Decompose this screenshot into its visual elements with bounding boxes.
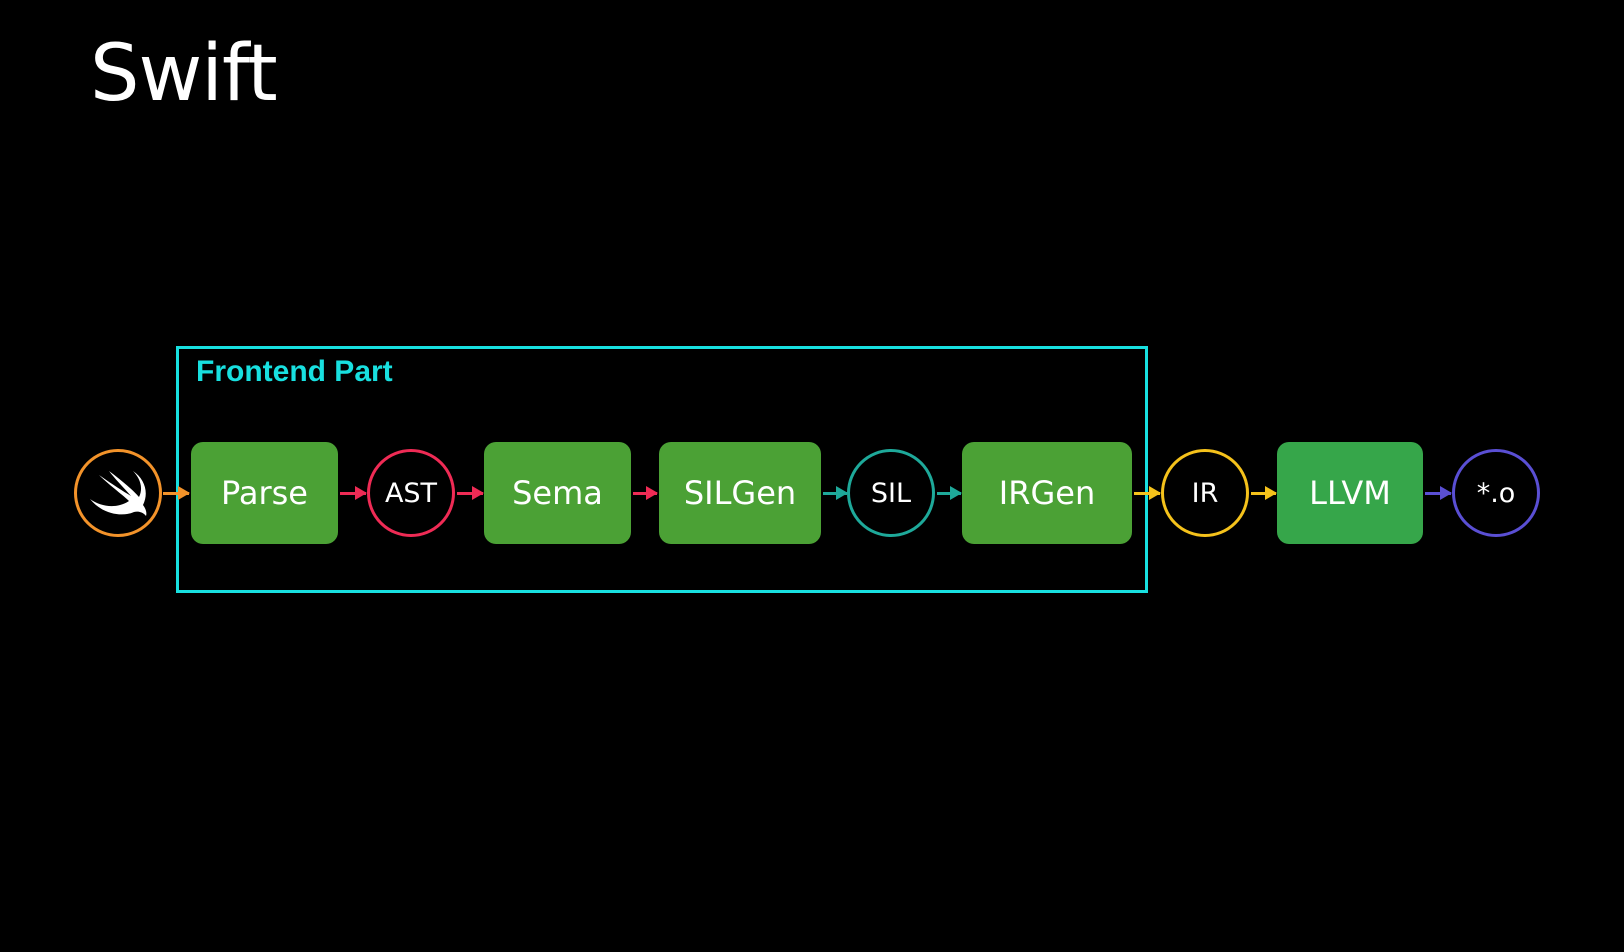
arrow-source-to-parse	[163, 486, 190, 500]
arrow-sil-to-irgen	[937, 486, 962, 500]
swift-logo-icon	[90, 471, 147, 516]
llvm-stage: LLVM	[1277, 442, 1423, 544]
parse-stage: Parse	[191, 442, 338, 544]
swift-source-node	[74, 449, 162, 537]
object-file-node: *.o	[1452, 449, 1540, 537]
frontend-part-label: Frontend Part	[196, 355, 393, 388]
arrow-irgen-to-ir	[1134, 486, 1161, 500]
arrow-silgen-to-sil	[823, 486, 848, 500]
irgen-stage: IRGen	[962, 442, 1132, 544]
ast-node: AST	[367, 449, 455, 537]
arrow-ir-to-llvm	[1251, 486, 1277, 500]
arrow-sema-to-silgen	[633, 486, 658, 500]
silgen-stage: SILGen	[659, 442, 821, 544]
sil-node: SIL	[847, 449, 935, 537]
arrow-llvm-to-obj	[1425, 486, 1452, 500]
arrow-ast-to-sema	[457, 486, 484, 500]
arrow-parse-to-ast	[340, 486, 367, 500]
ir-node: IR	[1161, 449, 1249, 537]
frontend-part-box	[176, 346, 1148, 593]
page-title: Swift	[90, 29, 278, 119]
sema-stage: Sema	[484, 442, 631, 544]
